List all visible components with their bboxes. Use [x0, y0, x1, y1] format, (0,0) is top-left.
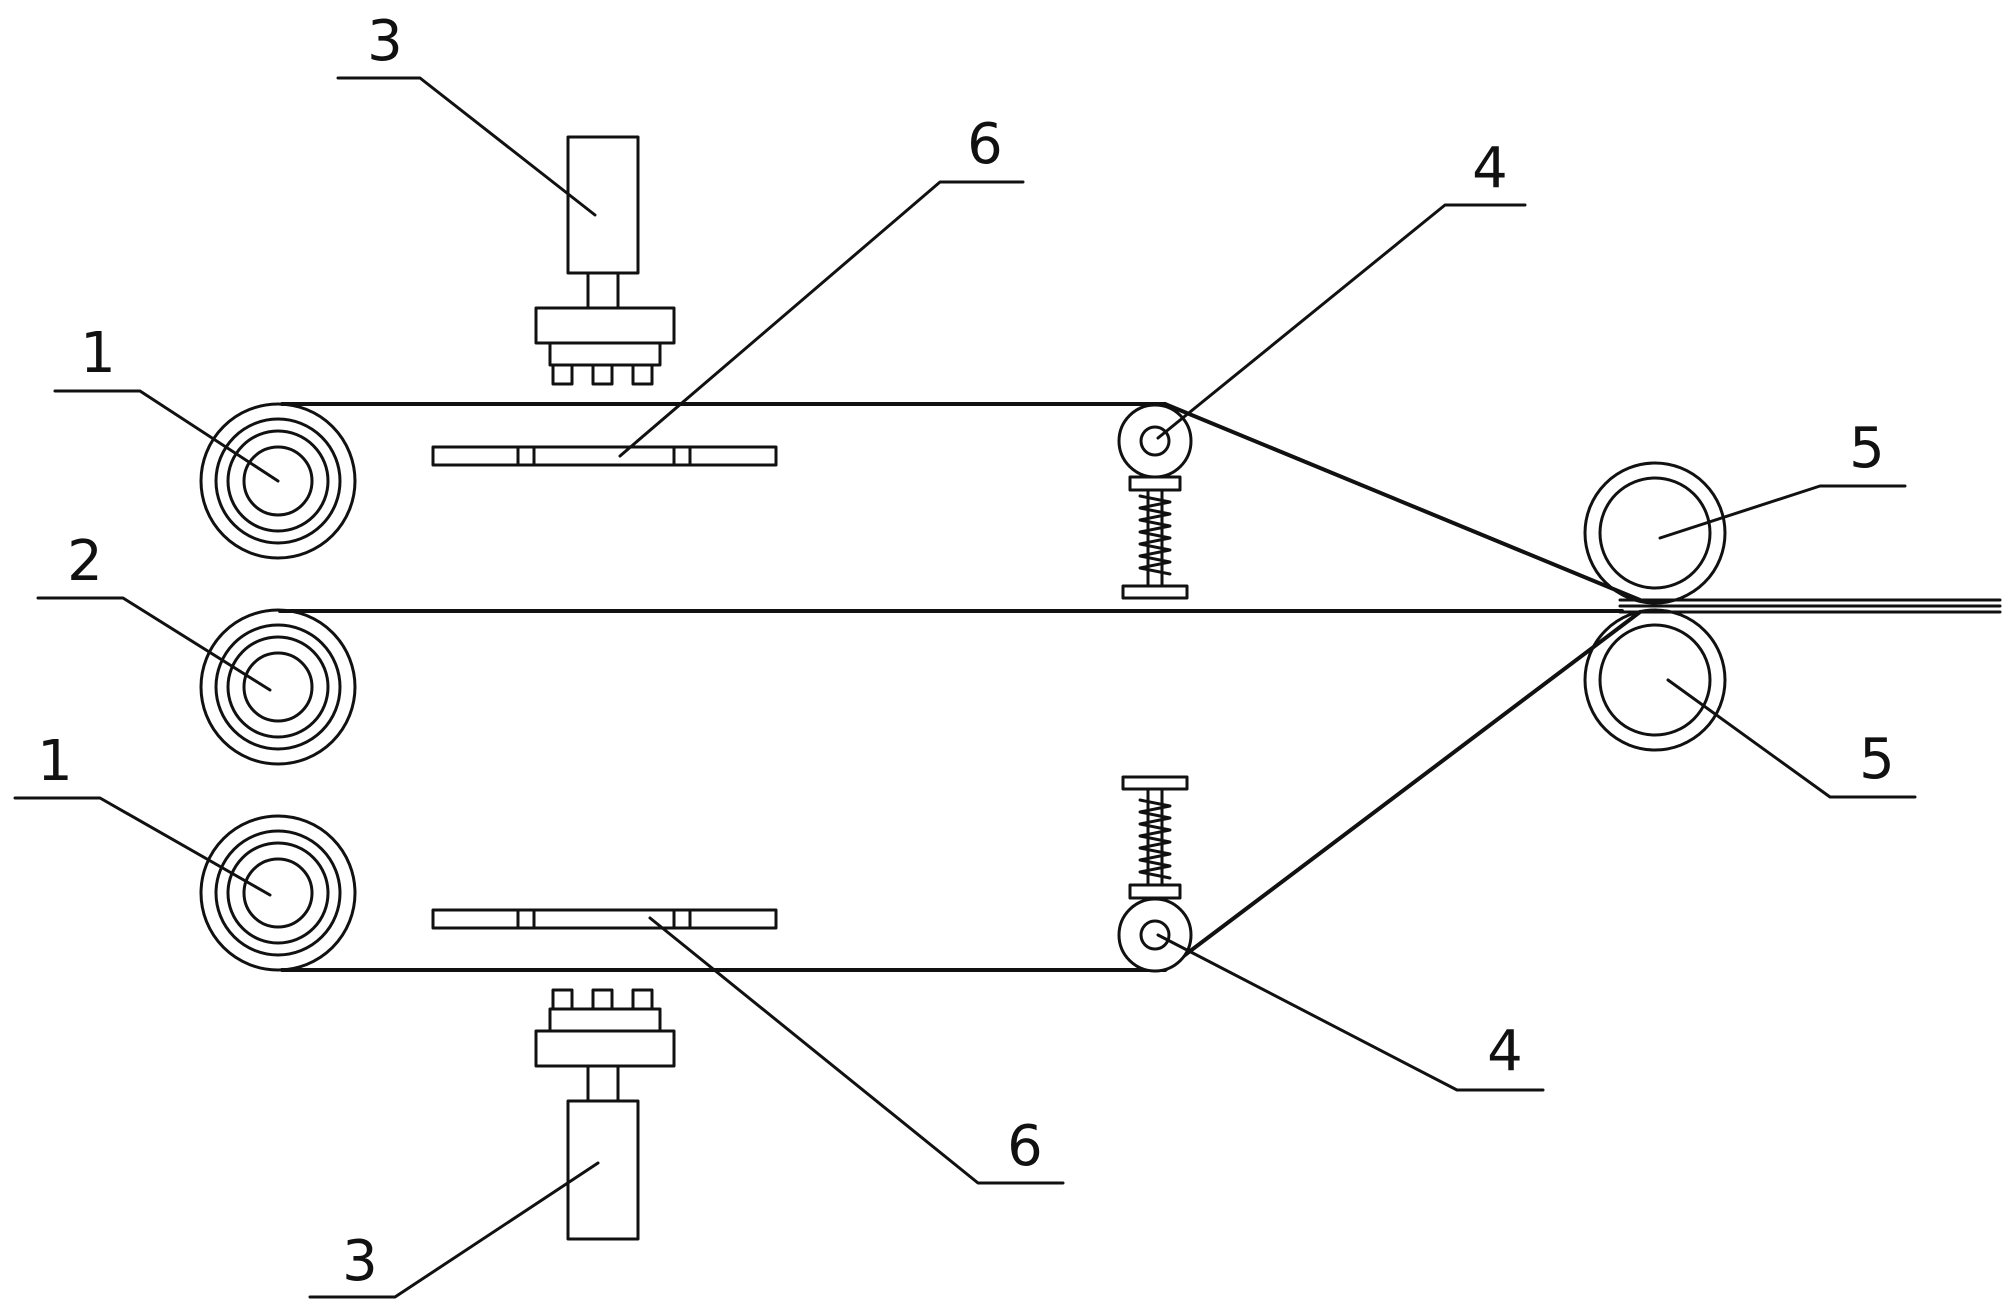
- label-laminating-roll-bottom: 5: [1859, 727, 1895, 792]
- film-path-top: [280, 402, 1642, 602]
- guide-roller-top: [1117, 403, 1193, 479]
- spring-bottom: [1121, 775, 1189, 900]
- label-plate-top: 6: [967, 112, 1003, 177]
- cylinder-top: [534, 135, 676, 386]
- label-guide-roller-top: 4: [1472, 136, 1508, 201]
- laminating-roll-top: [1583, 461, 1727, 605]
- film-path-bottom: [280, 610, 1642, 972]
- label-unwind-roll-top: 1: [80, 321, 116, 386]
- label-guide-roller-bottom: 4: [1487, 1019, 1523, 1084]
- guide-roller-bottom: [1117, 897, 1193, 973]
- label-center-roll: 2: [67, 529, 103, 594]
- laminating-roll-bottom: [1583, 608, 1727, 752]
- label-plate-bottom: 6: [1007, 1114, 1043, 1179]
- label-cylinder-top: 3: [367, 9, 403, 74]
- laminated-output: [1618, 598, 2002, 614]
- unwind-roll-bottom: [199, 814, 357, 972]
- label-cylinder-bottom: 3: [342, 1229, 378, 1294]
- label-laminating-roll-top: 5: [1849, 416, 1885, 481]
- leader-lines: [13, 76, 1917, 1299]
- callout-labels: 3 6 4 1 5 2 5 1 4 6 3: [37, 9, 1895, 1294]
- spring-top: [1121, 475, 1189, 600]
- plate-top: [431, 445, 778, 467]
- center-roll: [199, 608, 357, 766]
- label-unwind-roll-bottom: 1: [37, 729, 73, 794]
- cylinder-bottom: [534, 988, 676, 1241]
- plate-bottom: [431, 908, 778, 930]
- unwind-roll-top: [199, 402, 357, 560]
